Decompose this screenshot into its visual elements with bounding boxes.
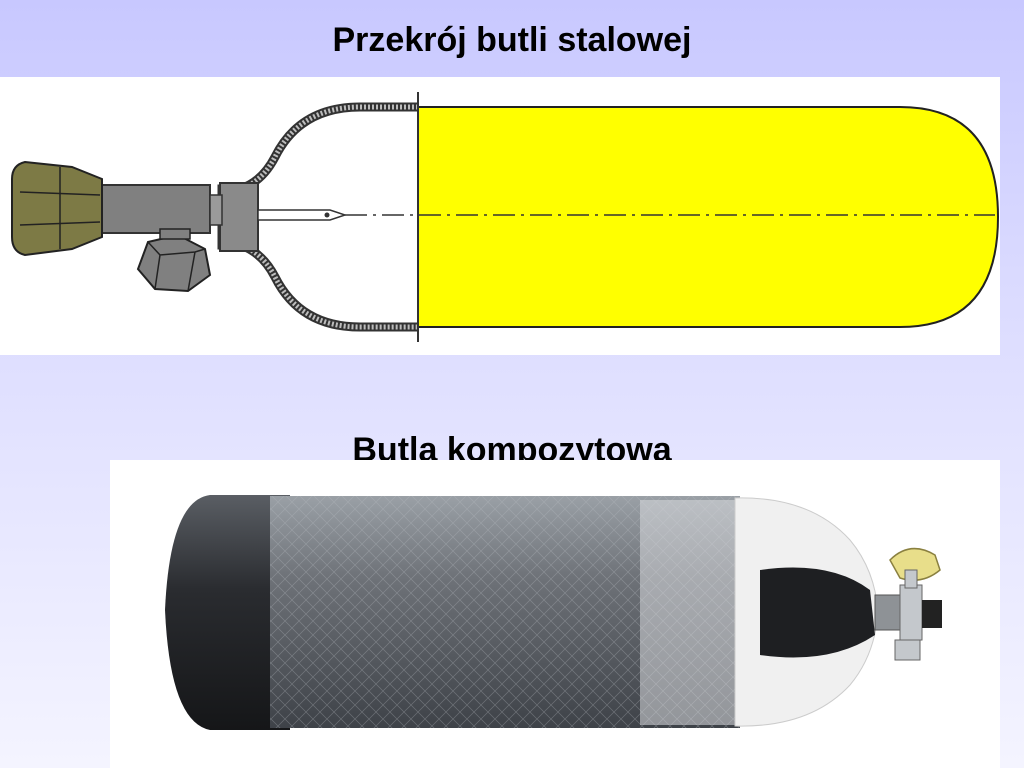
neck-thread: [219, 182, 259, 252]
valve-knob-icon: [11, 160, 103, 257]
valve-body: [99, 184, 211, 234]
dip-tube: [257, 209, 348, 221]
steel-cylinder-diagram: [0, 77, 1000, 355]
cylinder-label: [640, 500, 740, 725]
composite-left-dome: [165, 495, 290, 730]
composite-cylinder-photo: [110, 460, 1000, 768]
cylinder-outer-half: [417, 106, 1000, 328]
steel-cylinder-title: Przekrój butli stalowej: [332, 21, 692, 59]
